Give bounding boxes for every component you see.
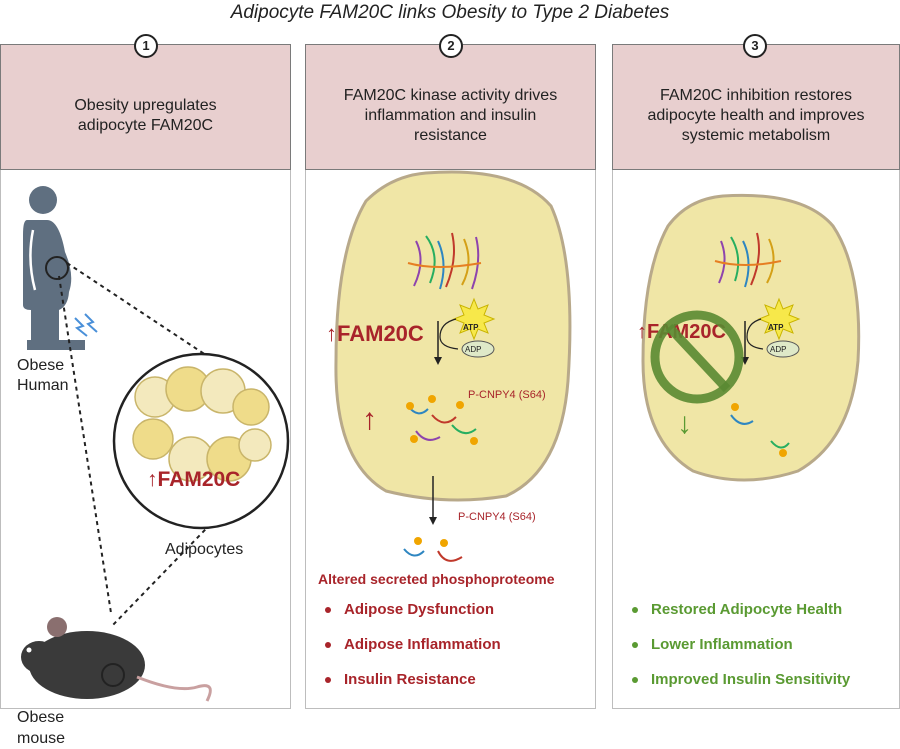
bullet xyxy=(632,642,638,648)
list-item: Adipose Dysfunction xyxy=(322,601,501,636)
panel-3-outcome-list: Restored Adipocyte Health Lower Inflamma… xyxy=(629,601,850,706)
panel-2-pcnpy-outside: P-CNPY4 (S64) xyxy=(458,511,536,523)
panel-2-header-text: FAM20C kinase activity drives inflammati… xyxy=(343,87,558,144)
list-item: Improved Insulin Sensitivity xyxy=(629,671,850,706)
outcome-text: Improved Insulin Sensitivity xyxy=(651,671,851,688)
panel-2-adp-label: ADP xyxy=(465,345,482,354)
panel-3-header-text: FAM20C inhibition restores adipocyte hea… xyxy=(647,87,865,144)
outcome-text: Adipose Dysfunction xyxy=(344,601,495,618)
panel-3-atp-starburst xyxy=(757,297,801,341)
panel-3-cell-diagram xyxy=(641,193,861,482)
no-sign-icon xyxy=(650,310,744,404)
panel-2-header: FAM20C kinase activity drives inflammati… xyxy=(305,44,596,170)
panel-2: FAM20C kinase activity drives inflammati… xyxy=(305,34,596,709)
panel-2-atp-starburst xyxy=(452,297,496,341)
panel-2-up-arrow: ↑ xyxy=(362,403,377,436)
adipocytes-label: Adipocytes xyxy=(165,541,244,558)
obese-mouse-icon xyxy=(21,617,212,702)
outcome-text: Restored Adipocyte Health xyxy=(651,601,843,618)
panel-2-outcome-title: Altered secreted phosphoproteome xyxy=(318,571,555,587)
panel-1-header-text: Obesity upregulates adipocyte FAM20C xyxy=(74,97,217,134)
list-item: Restored Adipocyte Health xyxy=(629,601,850,636)
panel-3-atp-label: ATP xyxy=(768,323,784,332)
bullet xyxy=(325,607,331,613)
list-item: Adipose Inflammation xyxy=(322,636,501,671)
panel-1-fam20c-label: ↑FAM20C xyxy=(147,468,241,491)
obese-human-label-1: Obese xyxy=(17,357,65,374)
list-item: Insulin Resistance xyxy=(322,671,501,706)
list-item: Lower Inflammation xyxy=(629,636,850,671)
bullet xyxy=(632,607,638,613)
outcome-text: Lower Inflammation xyxy=(651,636,793,653)
panel-2-protein-strands xyxy=(407,232,482,290)
obese-human-icon xyxy=(23,186,98,350)
obese-mouse-label-2: mouse xyxy=(17,730,66,747)
panel-3-down-arrow: ↓ xyxy=(677,407,692,440)
panel-2-number: 2 xyxy=(439,34,463,58)
panel-2-cell-diagram xyxy=(334,170,572,562)
panel-1-header: Obesity upregulates adipocyte FAM20C xyxy=(0,44,291,170)
panel-1: Obesity upregulates adipocyte FAM20C 1 O… xyxy=(0,34,291,747)
adipocyte-cluster-icon xyxy=(132,366,272,482)
panel-3-phospho-proteins xyxy=(730,403,790,457)
panel-2-fam20c-label: ↑FAM20C xyxy=(326,321,424,346)
panel-2-atp-label: ATP xyxy=(463,323,479,332)
outcome-text: Insulin Resistance xyxy=(344,671,476,688)
figure-title: Adipocyte FAM20C links Obesity to Type 2… xyxy=(230,2,670,23)
panel-1-number: 1 xyxy=(134,34,158,58)
outcome-text: Adipose Inflammation xyxy=(344,636,501,653)
panel-3-number: 3 xyxy=(743,34,767,58)
bullet xyxy=(325,677,331,683)
panel-3-protein-strands xyxy=(714,232,782,288)
panel-2-pcnpy-inside: P-CNPY4 (S64) xyxy=(468,389,546,401)
bullet xyxy=(632,677,638,683)
obese-human-label-2: Human xyxy=(17,377,69,394)
zoom-lines xyxy=(58,262,290,628)
panel-3-header: FAM20C inhibition restores adipocyte hea… xyxy=(612,44,900,170)
panel-2-phospho-proteins xyxy=(406,395,478,445)
panel-2-outcome-list: Adipose Dysfunction Adipose Inflammation… xyxy=(322,601,501,706)
panel-2-secreted-proteins xyxy=(403,537,463,562)
panel-3: FAM20C inhibition restores adipocyte hea… xyxy=(612,34,900,709)
obese-mouse-label-1: Obese xyxy=(17,709,65,726)
panel-3-adp-label: ADP xyxy=(770,345,787,354)
bullet xyxy=(325,642,331,648)
